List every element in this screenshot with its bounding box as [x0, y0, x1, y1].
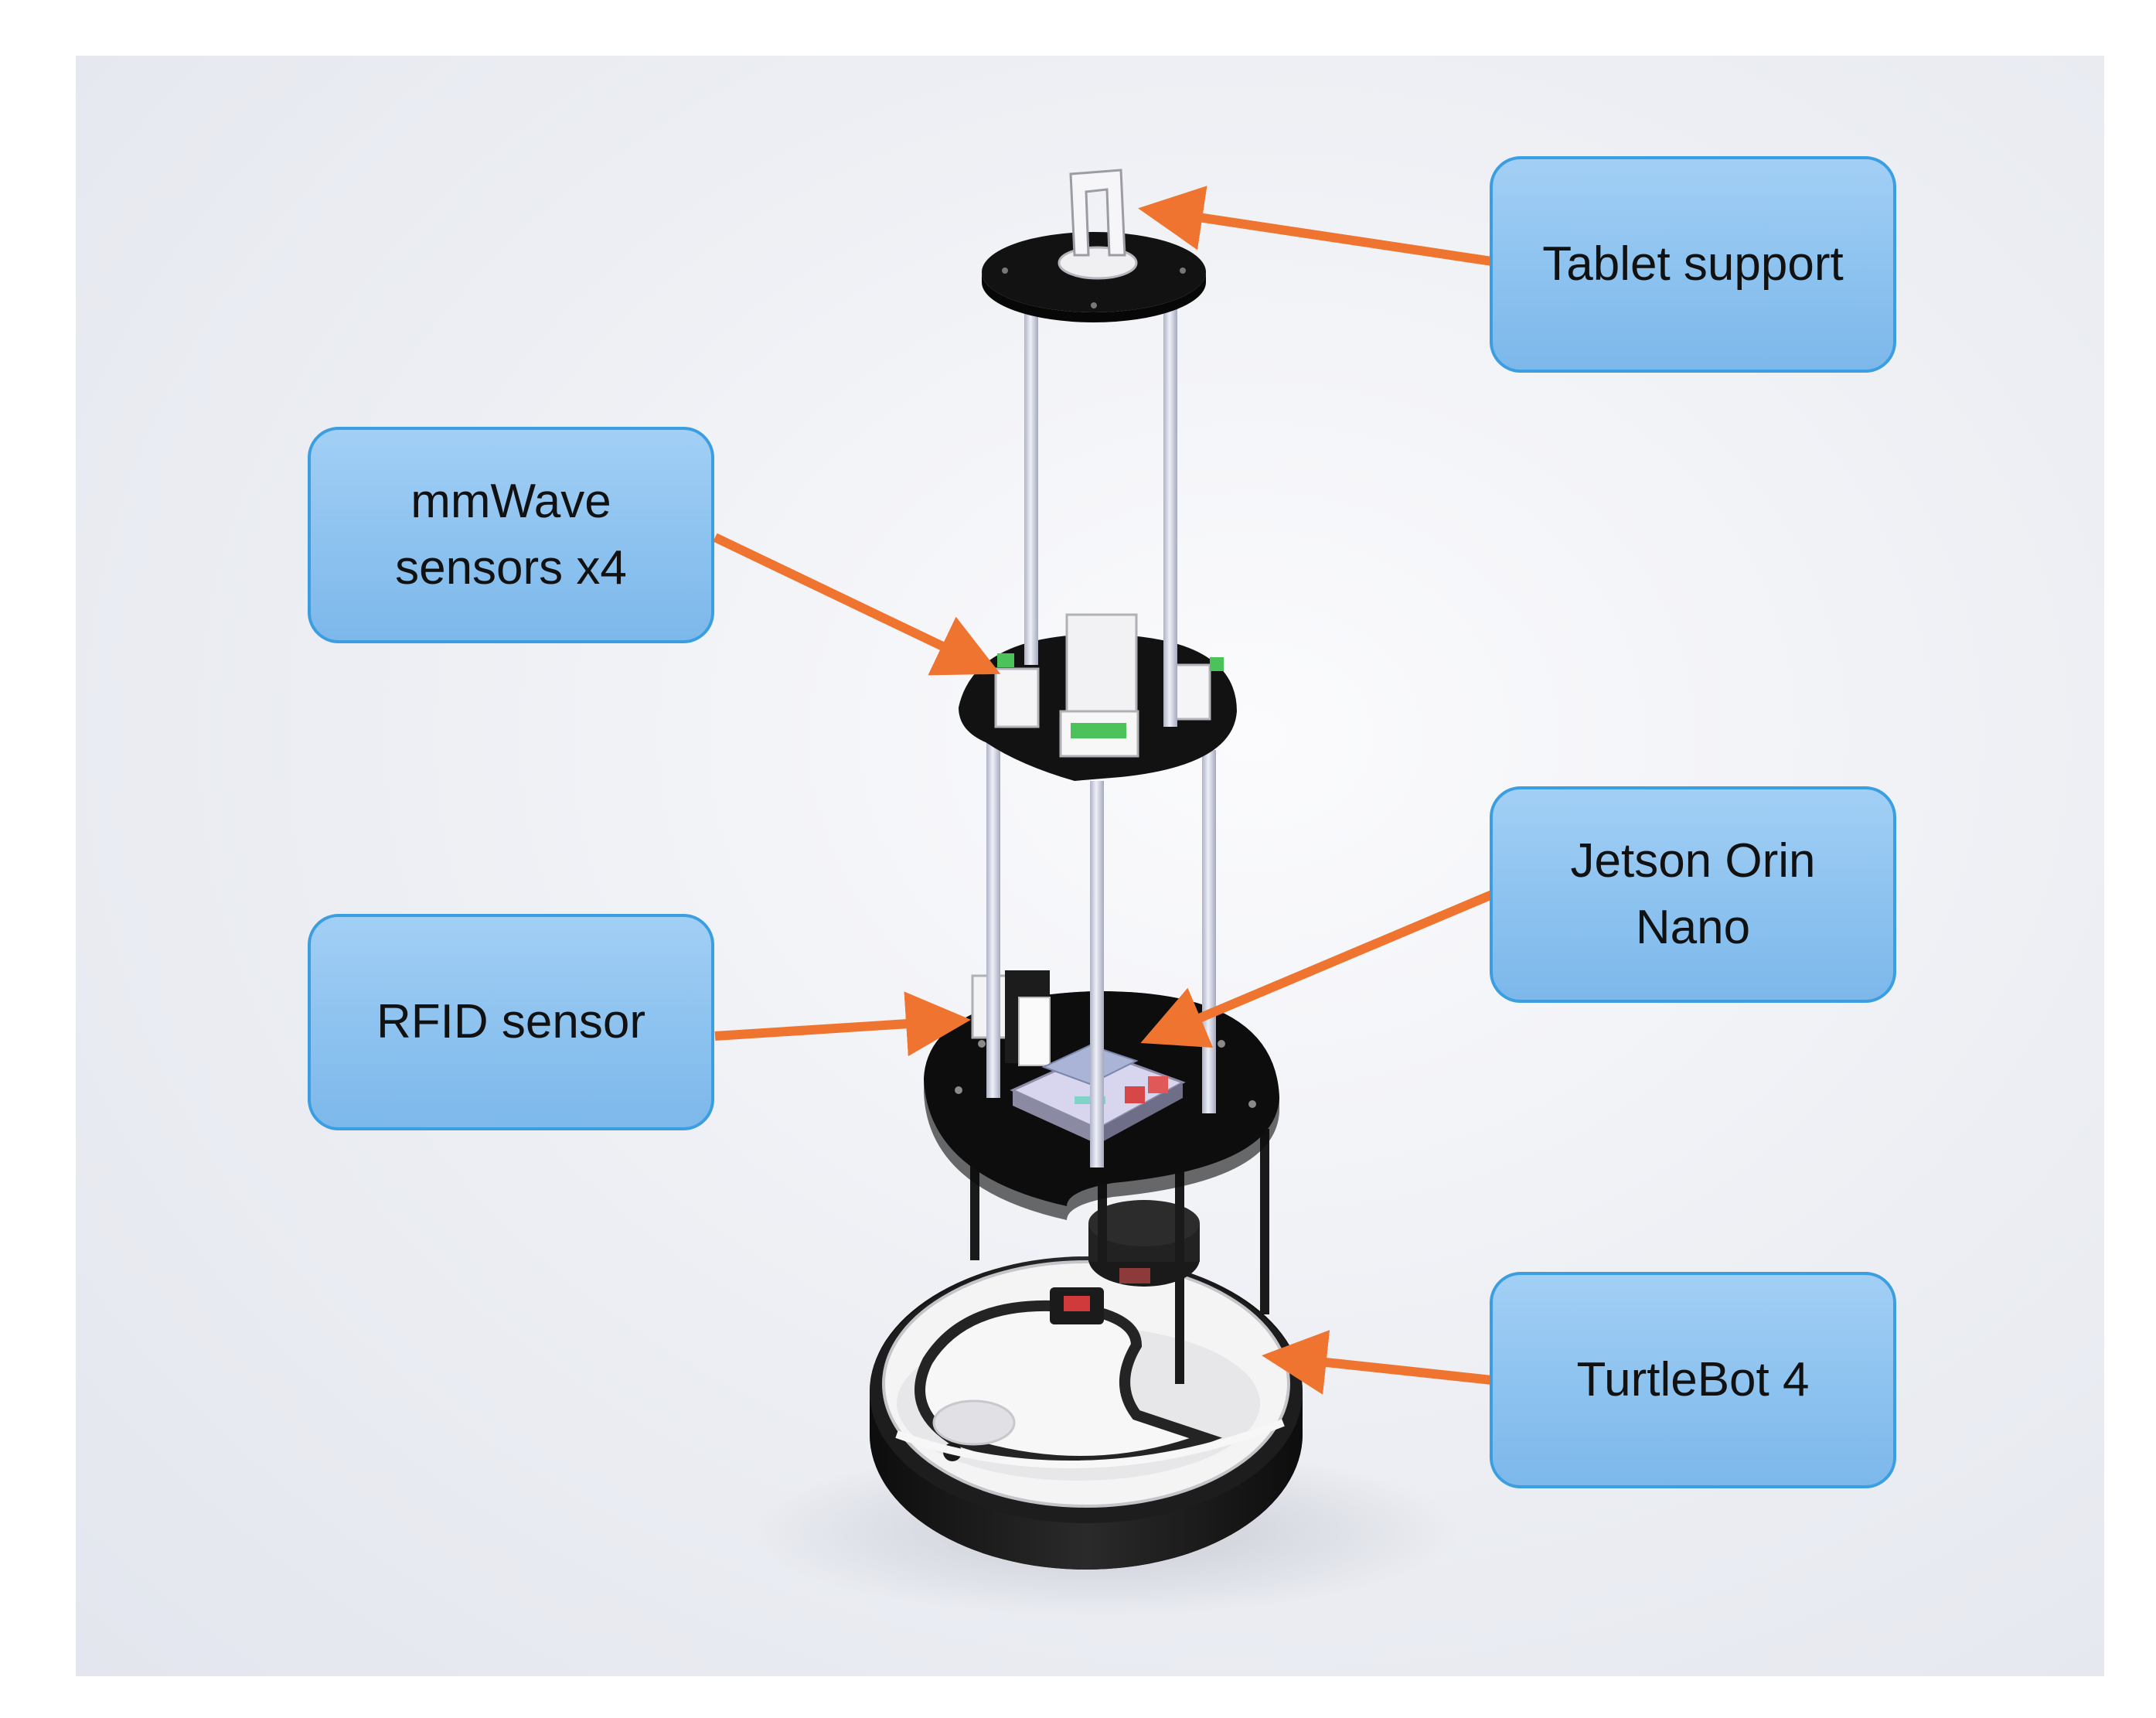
callout-jetson-orin-nano-text: Jetson Orin Nano [1570, 834, 1816, 954]
upper-poles [1024, 302, 1177, 727]
callout-turtlebot-4: TurtleBot 4 [1490, 1272, 1896, 1488]
top-platform [982, 169, 1206, 322]
turtlebot-base [870, 1200, 1303, 1570]
callout-tablet-support: Tablet support [1490, 156, 1896, 373]
arrow-jetson [1140, 890, 1494, 1048]
arrow-rfid [714, 991, 971, 1057]
arrows [713, 186, 1494, 1395]
callout-tablet-support-text: Tablet support [1542, 237, 1844, 291]
callout-rfid-sensor: RFID sensor [308, 914, 714, 1130]
callout-turtlebot-4-text: TurtleBot 4 [1576, 1353, 1810, 1406]
callout-rfid-sensor-text: RFID sensor [376, 995, 645, 1048]
arrow-turtlebot [1262, 1330, 1493, 1395]
arrow-mmwave [713, 533, 1001, 676]
callout-mmwave-sensors: mmWave sensors x4 [308, 427, 714, 643]
callout-jetson-orin-nano: Jetson Orin Nano [1490, 786, 1896, 1003]
callout-mmwave-sensors-text: mmWave sensors x4 [395, 475, 627, 595]
arrow-tablet-support [1138, 186, 1493, 266]
